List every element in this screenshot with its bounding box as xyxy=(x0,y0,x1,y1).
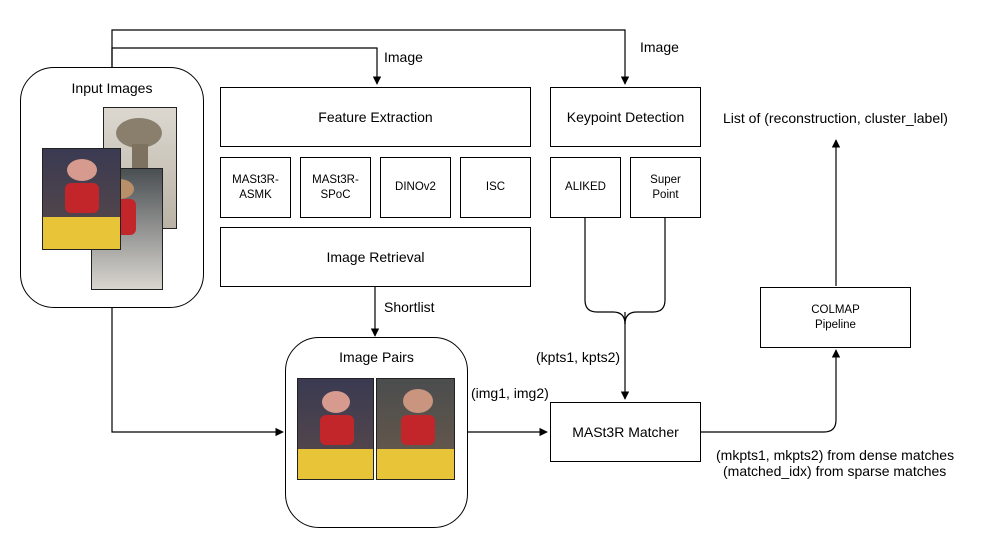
edge-label-shortlist: Shortlist xyxy=(384,299,435,315)
edge-aliked-to-merge xyxy=(584,218,626,325)
output-label: List of (reconstruction, cluster_label) xyxy=(723,110,948,126)
image-pairs-box: Image Pairs xyxy=(285,337,468,528)
mast3r-asmk-box: MASt3R- ASMK xyxy=(220,157,291,218)
edge-label-image-left: Image xyxy=(384,49,423,65)
input-images-title: Input Images xyxy=(71,80,153,96)
edge-superpoint-to-merge xyxy=(624,218,666,325)
photo-thumbnail-front xyxy=(42,148,121,250)
edge-label-img-pair: (img1, img2) xyxy=(471,385,549,401)
isc-box: ISC xyxy=(460,157,531,218)
image-retrieval-box: Image Retrieval xyxy=(220,227,531,287)
image-pairs-title: Image Pairs xyxy=(339,349,414,365)
feature-extraction-box: Feature Extraction xyxy=(220,87,531,147)
input-images-box: Input Images xyxy=(20,67,204,308)
keypoint-detection-box: Keypoint Detection xyxy=(550,87,701,147)
pair-photo-left xyxy=(297,378,374,480)
colmap-pipeline-box: COLMAP Pipeline xyxy=(760,287,911,348)
edge-label-dense: (mkpts1, mkpts2) from dense matches xyxy=(716,447,955,463)
superpoint-box: Super Point xyxy=(630,157,701,218)
edge-label-sparse: (matched_idx) from sparse matches xyxy=(723,463,947,479)
mast3r-matcher-box: MASt3R Matcher xyxy=(550,402,701,462)
edge-label-kpts: (kpts1, kpts2) xyxy=(536,349,621,365)
dinov2-box: DINOv2 xyxy=(380,157,451,218)
aliked-box: ALIKED xyxy=(550,157,621,218)
pair-photo-right xyxy=(376,378,455,480)
edge-input-to-pairs xyxy=(111,308,284,437)
edge-matcher-to-colmap xyxy=(701,349,841,433)
edge-label-image-top: Image xyxy=(640,39,679,55)
mast3r-spoc-box: MASt3R- SPoC xyxy=(300,157,371,218)
edge-input-to-feature xyxy=(111,47,382,85)
